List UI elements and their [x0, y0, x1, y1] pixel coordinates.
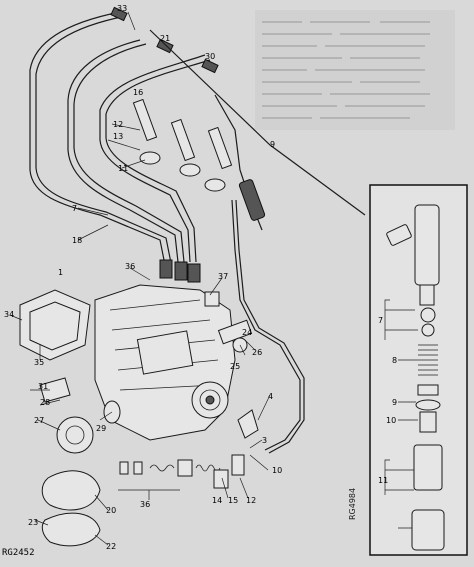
callout-23-label: 23 [28, 518, 39, 527]
callout-30-label: 30 [205, 52, 216, 61]
callout-11-label: 11 [118, 164, 129, 173]
callout-10-label: 10 [272, 466, 283, 475]
callout-4-label: 4 [268, 392, 274, 401]
callout-35-label: 35 [34, 358, 45, 367]
callout-3-label: 3 [262, 436, 268, 445]
inset-label-9: 9 [392, 398, 398, 407]
inset-label-8: 8 [392, 356, 398, 365]
callout-14-label: 14 [212, 496, 223, 505]
leader-lines [9, 11, 271, 546]
small-parts-row [118, 454, 245, 500]
callout-33-label: 33 [117, 4, 128, 13]
callout-15-label: 15 [228, 496, 239, 505]
injection-pump [94, 259, 236, 441]
callout-31-label: 31 [38, 382, 49, 391]
callout-26-label: 26 [252, 348, 263, 357]
callout-9-label: 9 [270, 140, 276, 149]
callout-20-label: 20 [106, 506, 117, 515]
callout-25-label: 25 [230, 362, 241, 371]
inset-code-text: RG4984 [348, 488, 357, 520]
callout-28-label: 28 [40, 398, 51, 407]
faded-parts-list [255, 10, 455, 130]
inset-panel: RG4984 [348, 184, 468, 556]
callout-13-label: 13 [113, 132, 124, 141]
leak-off-line [149, 29, 366, 454]
injector-nozzles [110, 6, 233, 192]
callout-7-label: 7 [72, 204, 78, 213]
figure-id-text: RG2452 [2, 548, 35, 558]
inset-label-11: 11 [378, 476, 389, 485]
drive-assembly [39, 377, 121, 547]
inset-label-10: 10 [386, 416, 397, 425]
callout-27-label: 27 [34, 416, 45, 425]
callout-16-label: 16 [133, 88, 144, 97]
cover-plate [19, 289, 91, 361]
callout-12b-label: 12 [246, 496, 257, 505]
callout-22-label: 22 [106, 542, 117, 551]
callout-36b-label: 36 [140, 500, 151, 509]
callout-21-label: 21 [160, 34, 171, 43]
injection-lines [29, 11, 211, 266]
callout-36-label: 36 [125, 262, 136, 271]
inset-label-7: 7 [378, 316, 384, 325]
callout-18-label: 18 [72, 236, 83, 245]
callout-29-label: 29 [96, 424, 107, 433]
callout-12-label: 12 [113, 120, 124, 129]
callout-24-label: 24 [242, 328, 253, 337]
callout-34-label: 34 [4, 310, 15, 319]
callout-1-label: 1 [58, 268, 64, 277]
callout-37-label: 37 [218, 272, 229, 281]
